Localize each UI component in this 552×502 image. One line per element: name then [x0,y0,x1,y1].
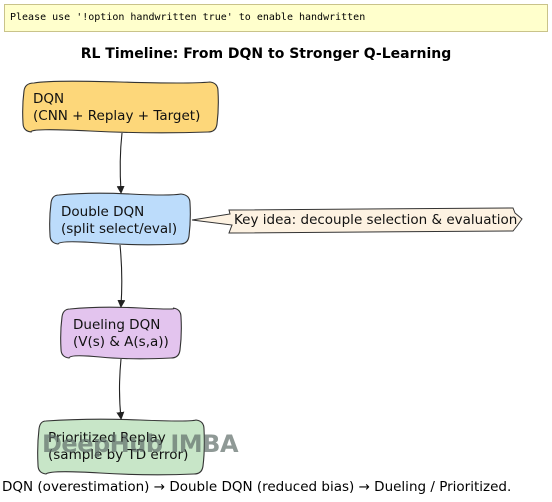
node-dueling-dqn: Dueling DQN (V(s) & A(s,a)) [73,317,169,351]
node-dqn: DQN (CNN + Replay + Target) [33,91,200,125]
connector-double-dqn-to-dueling-dqn [117,244,126,308]
node-prioritized-replay: Prioritized Replay (sample by TD error) [48,430,188,464]
node-prioritized-replay-title: Prioritized Replay [48,430,166,446]
node-double-dqn: Double DQN (split select/eval) [61,204,177,238]
node-box-double-dqn [49,192,191,246]
node-prioritized-replay-subtitle: (sample by TD error) [48,447,189,463]
node-box-dqn [22,80,219,134]
node-dueling-dqn-title: Dueling DQN [73,317,161,333]
node-double-dqn-title: Double DQN [61,204,145,220]
connector-dueling-dqn-to-prioritized-replay [116,358,125,420]
node-dqn-subtitle: (CNN + Replay + Target) [33,108,201,124]
note-text: Key idea: decouple selection & evaluatio… [234,212,518,228]
diagram-title: RL Timeline: From DQN to Stronger Q-Lear… [80,46,452,62]
node-dqn-title: DQN [33,91,65,107]
footer-caption: DQN (overestimation) → Double DQN (reduc… [2,479,512,495]
note-callout [191,207,523,234]
node-box-prioritized-replay [37,418,205,476]
connector-dqn-to-double-dqn [116,132,125,194]
node-double-dqn-subtitle: (split select/eval) [61,221,178,237]
node-box-dueling-dqn [60,306,182,360]
node-dueling-dqn-subtitle: (V(s) & A(s,a)) [73,334,169,350]
option-hint-text: Please use '!option handwritten true' to… [10,12,366,23]
watermark-text: DeepHub IMBA [42,430,239,458]
option-hint-banner: Please use '!option handwritten true' to… [4,4,548,32]
